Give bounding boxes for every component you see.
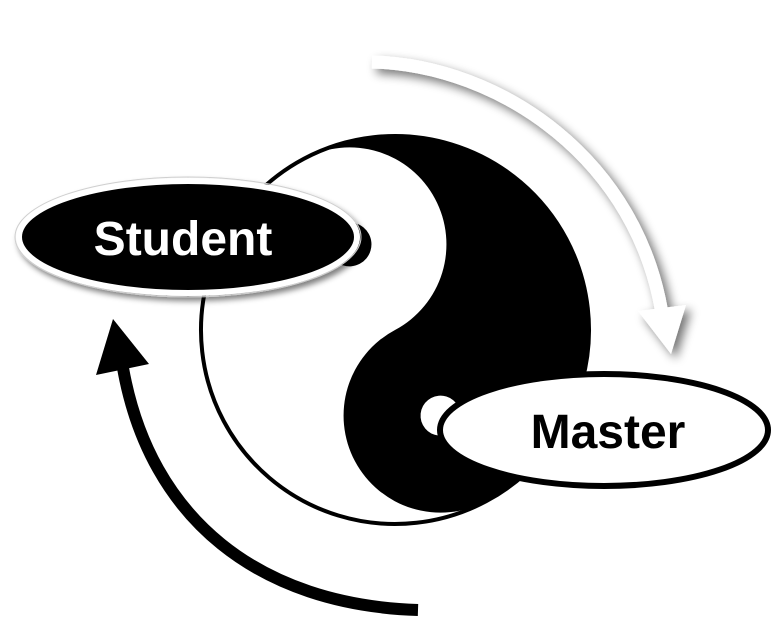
arrow-to-master bbox=[371, 55, 686, 354]
student-node bbox=[14, 176, 362, 298]
arrow-to-student bbox=[96, 319, 419, 616]
master-label: Master bbox=[531, 406, 686, 459]
arrow-to-student-shaft bbox=[117, 366, 419, 616]
master-ellipse bbox=[437, 371, 771, 489]
master-node bbox=[437, 371, 771, 489]
arrow-to-master-head bbox=[638, 305, 686, 354]
student-label: Student bbox=[94, 213, 273, 266]
arrow-to-student-head bbox=[96, 319, 149, 375]
arrow-to-master-shaft bbox=[371, 55, 670, 321]
student-ellipse bbox=[16, 178, 360, 296]
